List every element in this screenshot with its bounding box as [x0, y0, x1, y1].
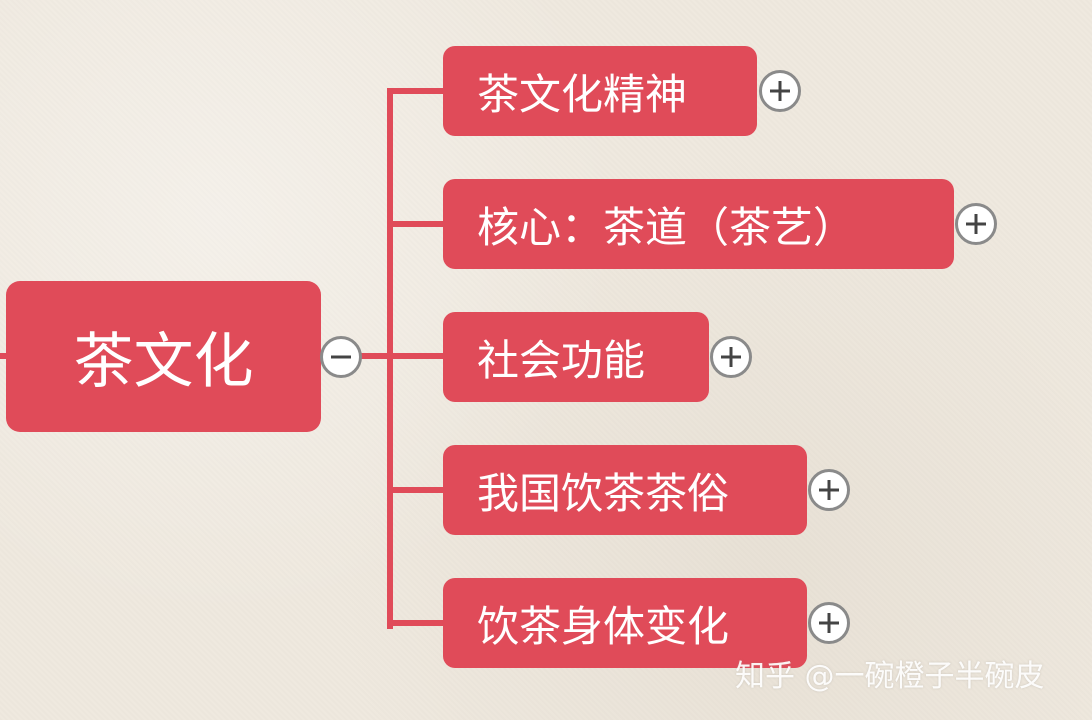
branch-line-4	[387, 487, 445, 493]
subtopic-node-3[interactable]: 社会功能	[443, 312, 709, 402]
plus-circle-icon[interactable]	[955, 203, 997, 245]
subtopic-label: 饮茶身体变化	[477, 601, 730, 651]
subtopic-label: 茶文化精神	[477, 69, 688, 119]
root-connector-line	[361, 353, 393, 359]
branch-line-2	[387, 221, 445, 227]
subtopic-label: 社会功能	[477, 335, 646, 385]
branch-line-5	[387, 620, 445, 626]
branch-line-3	[387, 353, 445, 359]
subtopic-node-2[interactable]: 核心：茶道（茶艺）	[443, 179, 954, 269]
subtopic-node-4[interactable]: 我国饮茶茶俗	[443, 445, 807, 535]
subtopic-node-1[interactable]: 茶文化精神	[443, 46, 757, 136]
root-left-stub-line	[0, 353, 8, 359]
root-topic-label: 茶文化	[73, 327, 254, 397]
subtopic-label: 核心：茶道（茶艺）	[477, 202, 856, 252]
subtopic-label: 我国饮茶茶俗	[477, 468, 730, 518]
minus-circle-icon[interactable]	[320, 336, 362, 378]
watermark-text: 知乎 @一碗橙子半碗皮	[735, 659, 1045, 694]
plus-circle-icon[interactable]	[808, 602, 850, 644]
plus-circle-icon[interactable]	[808, 469, 850, 511]
root-topic-node[interactable]: 茶文化	[6, 281, 321, 432]
branch-line-1	[387, 88, 445, 94]
plus-circle-icon[interactable]	[759, 70, 801, 112]
plus-circle-icon[interactable]	[710, 336, 752, 378]
subtopic-node-5[interactable]: 饮茶身体变化	[443, 578, 807, 668]
